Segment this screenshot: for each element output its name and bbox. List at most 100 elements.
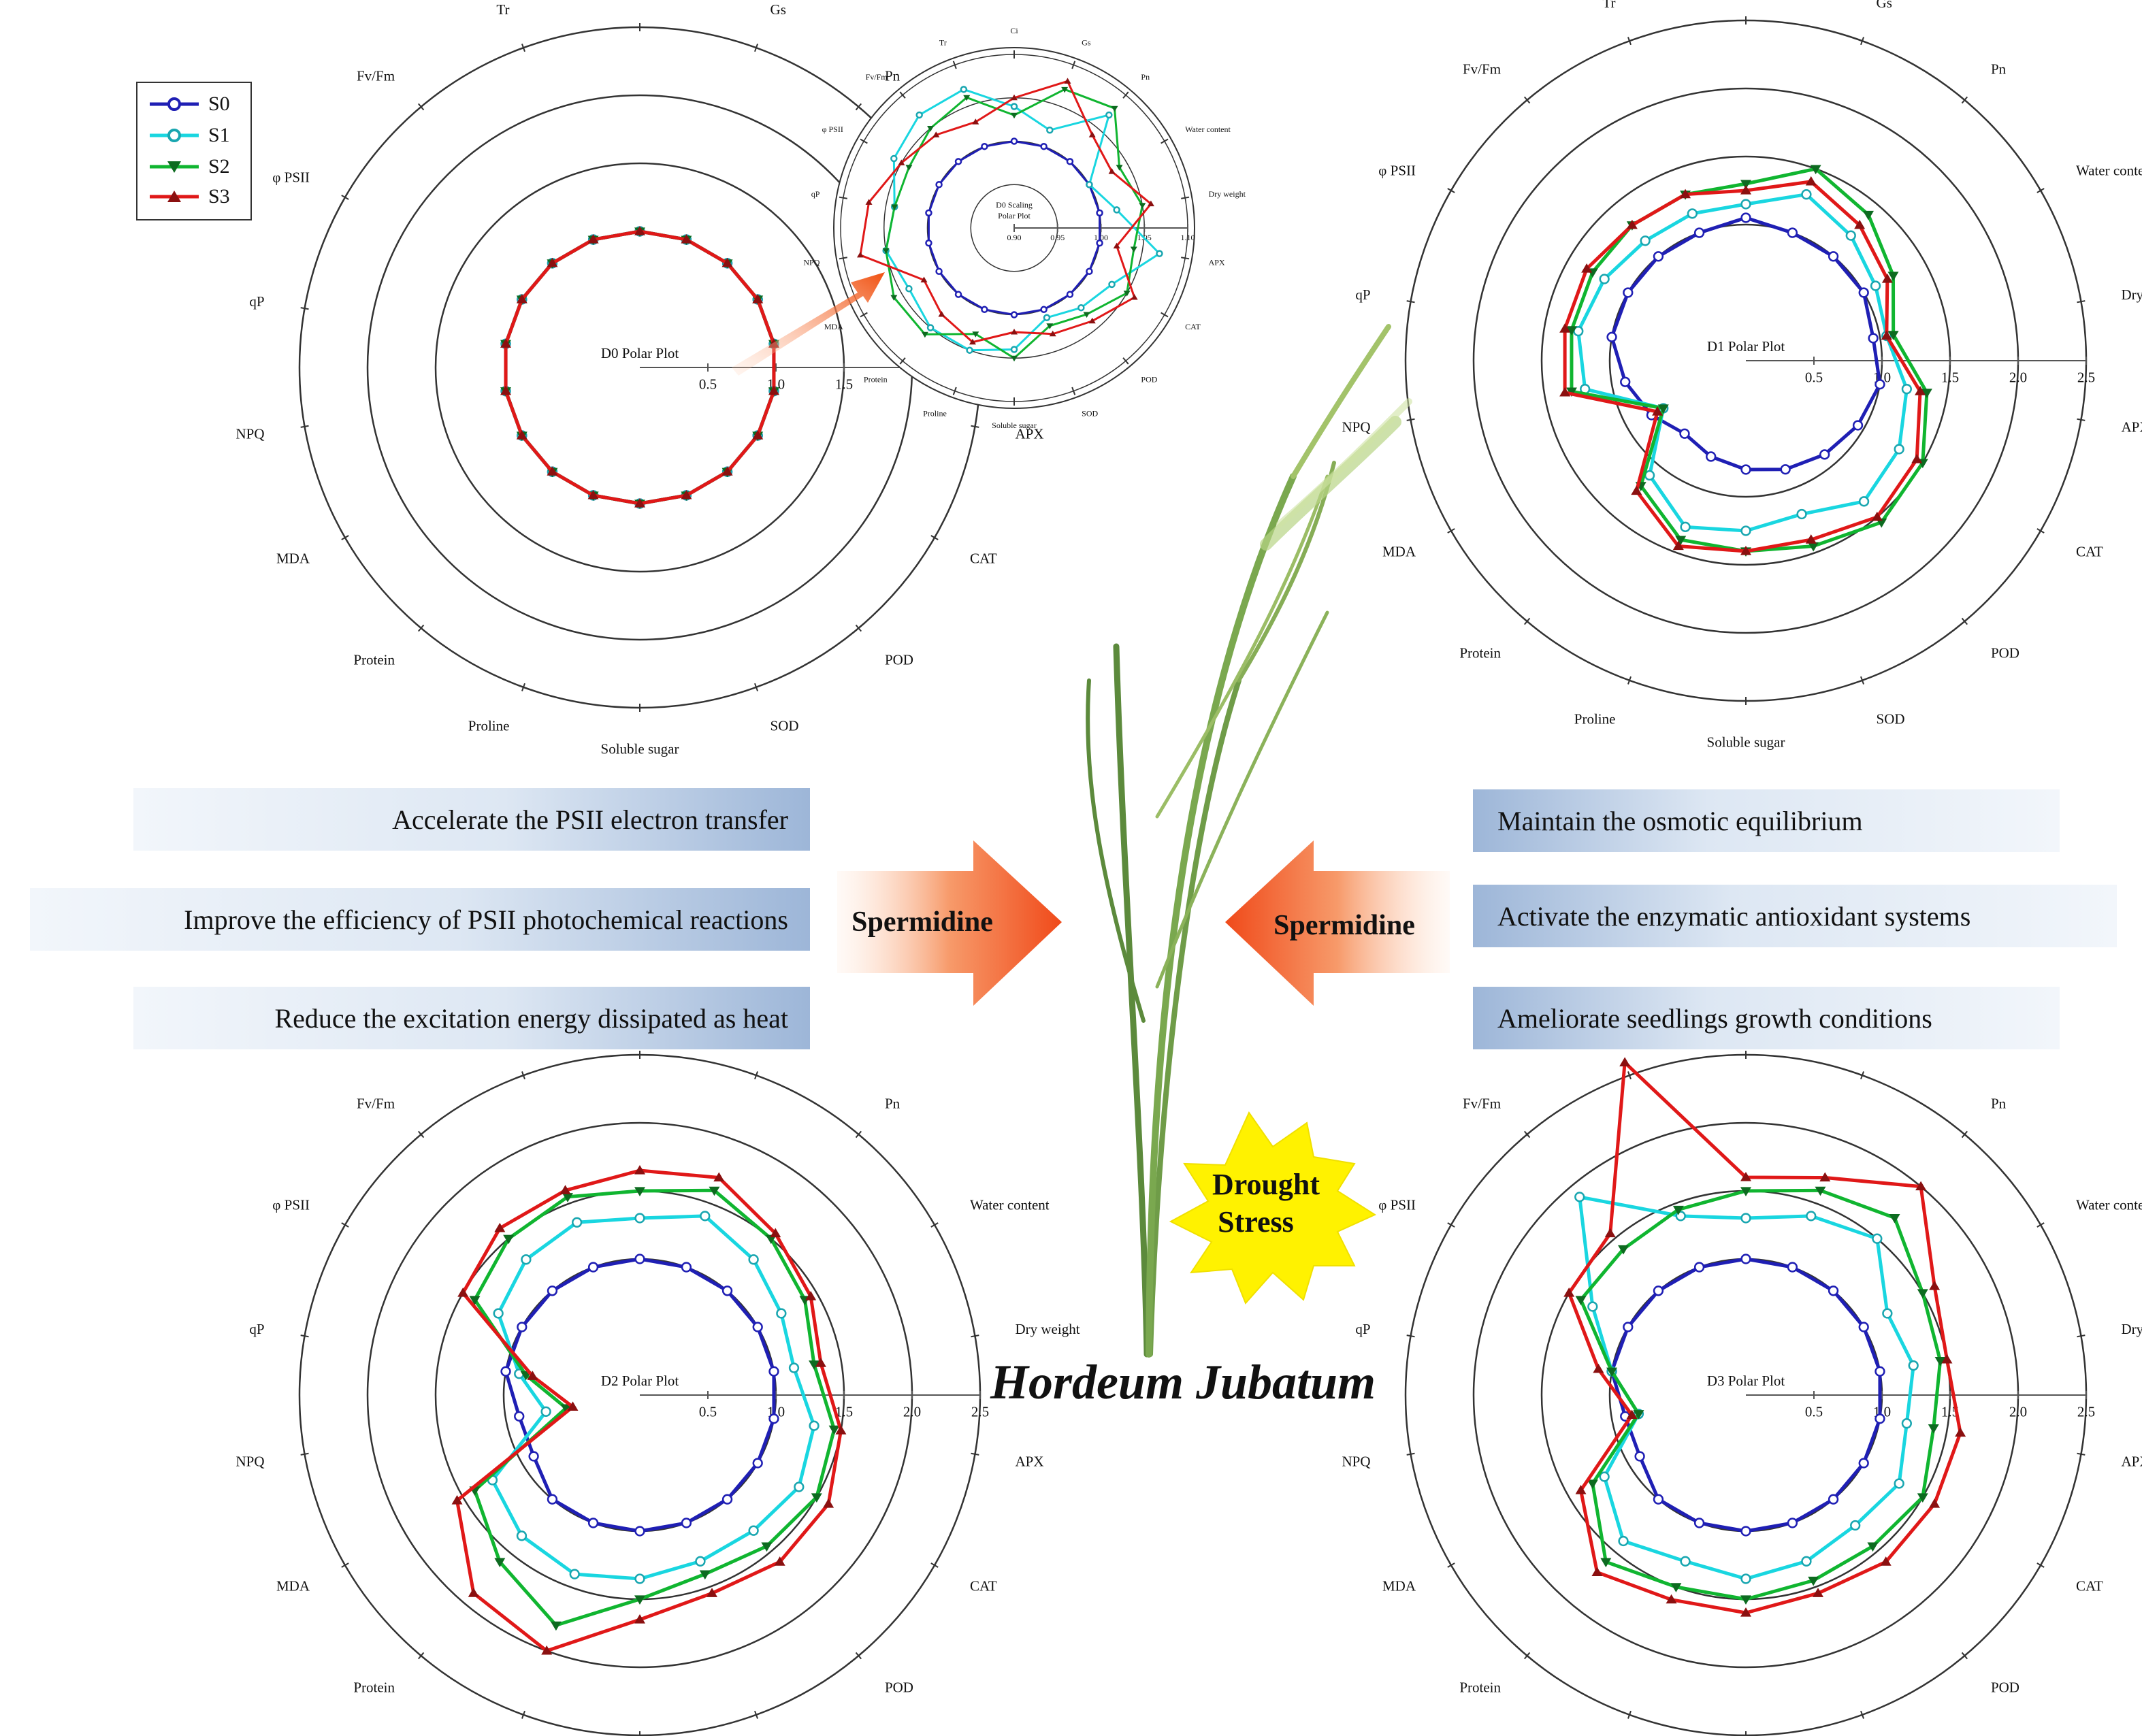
data-point-s3 xyxy=(1011,329,1018,335)
data-point-s0 xyxy=(935,181,943,189)
effect-text: Reduce the excitation energy dissipated … xyxy=(274,1002,788,1034)
axis-tick xyxy=(417,624,425,632)
radial-tick-label: 0.5 xyxy=(1805,1404,1823,1420)
legend-item-s3: S3 xyxy=(147,185,230,208)
axis-tick xyxy=(930,535,939,540)
axis-tick xyxy=(971,425,979,428)
data-point-s1 xyxy=(1105,111,1113,119)
data-point-s0 xyxy=(1634,1451,1645,1462)
data-point-s0 xyxy=(1010,137,1018,145)
data-point-s2 xyxy=(709,1186,720,1196)
axis-label: Water content xyxy=(2076,1196,2142,1213)
polar-plot-d1: 0.51.01.52.02.5D1 Polar PlotCiGsPnWater … xyxy=(1342,0,2142,750)
radial-tick-label: 2.0 xyxy=(903,1404,921,1420)
axis-label: Dry weight xyxy=(1209,189,1246,199)
data-point-s2 xyxy=(634,1187,645,1196)
data-point-s1 xyxy=(1740,199,1751,210)
axis-label: φ PSII xyxy=(272,169,310,185)
data-point-s0 xyxy=(1828,251,1839,262)
radial-tick-label: 0.5 xyxy=(1805,370,1823,386)
data-point-s1 xyxy=(776,1308,787,1319)
axis-label: Water content xyxy=(2076,162,2142,178)
axis-label: Fv/Fm xyxy=(357,1095,395,1111)
data-point-s1 xyxy=(1858,496,1870,507)
data-point-s0 xyxy=(1679,428,1690,439)
axis-tick xyxy=(952,61,957,69)
axis-label: MDA xyxy=(1382,543,1416,559)
data-point-s2 xyxy=(562,1193,573,1202)
data-point-s1 xyxy=(1894,444,1904,455)
data-point-s2 xyxy=(1887,331,1899,340)
radial-tick-label: 1.10 xyxy=(1181,233,1195,242)
axis-tick xyxy=(855,624,862,632)
data-point-s3 xyxy=(681,489,692,499)
data-point-s0 xyxy=(1096,239,1103,247)
data-point-s2 xyxy=(1740,180,1751,189)
axis-label: Soluble sugar xyxy=(992,421,1037,430)
axis-label: Soluble sugar xyxy=(1707,734,1785,750)
spermidine-arrow-left xyxy=(837,840,1062,1006)
axis-tick xyxy=(1406,300,1415,304)
axis-tick xyxy=(839,196,847,199)
data-point-s3 xyxy=(1680,189,1691,199)
data-point-s3 xyxy=(1740,1607,1751,1617)
axis-tick xyxy=(341,1222,349,1228)
axis-label: Tr xyxy=(1602,0,1615,11)
axis-tick xyxy=(300,1334,309,1338)
axis-tick xyxy=(1447,188,1455,193)
axis-label: Pn xyxy=(1141,72,1150,82)
data-point-s2 xyxy=(494,1558,506,1568)
axis-label: Tr xyxy=(939,38,947,48)
data-point-s2 xyxy=(891,204,898,211)
data-point-s0 xyxy=(935,267,943,275)
axis-tick xyxy=(754,1710,759,1719)
drought-label: Drought xyxy=(1212,1168,1320,1201)
axis-label: Gs xyxy=(770,1,786,18)
data-point-s3 xyxy=(865,199,873,205)
polar-plot-d3: 0.51.01.52.02.5D3 Polar PlotCiGsPnWater … xyxy=(1342,1006,2142,1736)
data-point-s3 xyxy=(516,430,528,440)
data-point-s1 xyxy=(960,86,968,93)
axis-tick xyxy=(417,1130,425,1139)
data-point-s3 xyxy=(774,1556,785,1566)
data-point-s3 xyxy=(721,257,733,267)
axis-label: Pn xyxy=(885,1095,900,1111)
axis-tick xyxy=(341,195,349,200)
axis-tick xyxy=(1406,418,1415,421)
data-point-s0 xyxy=(1040,142,1048,150)
data-point-s3 xyxy=(1591,1567,1603,1577)
spermidine-arrow-right xyxy=(1225,840,1450,1006)
data-point-s2 xyxy=(1123,291,1131,297)
data-point-s2 xyxy=(1061,86,1069,93)
data-point-s3 xyxy=(713,1172,725,1182)
axis-label: MDA xyxy=(824,322,843,331)
data-point-s1 xyxy=(1740,525,1751,536)
data-point-s2 xyxy=(1565,326,1577,335)
data-point-s2 xyxy=(811,1493,822,1503)
data-point-s0 xyxy=(1780,464,1791,475)
data-point-s3 xyxy=(1929,1498,1941,1508)
axis-tick xyxy=(930,1562,939,1568)
data-point-s3 xyxy=(721,466,733,476)
data-point-s3 xyxy=(1563,1288,1575,1297)
effect-box-heat-dissipation: Reduce the excitation energy dissipated … xyxy=(133,987,810,1049)
data-point-s3 xyxy=(494,1222,506,1232)
data-point-s0 xyxy=(681,1262,692,1273)
axis-label: SOD xyxy=(770,718,799,734)
data-point-s3 xyxy=(1652,406,1664,416)
axis-label: Pn xyxy=(1991,61,2007,77)
axis-label: APX xyxy=(1209,258,1225,267)
data-point-s3 xyxy=(1575,1485,1587,1494)
axis-tick xyxy=(971,1452,979,1456)
data-point-s2 xyxy=(1934,1357,1946,1366)
data-point-s1 xyxy=(1740,1213,1751,1224)
axis-tick xyxy=(971,1334,979,1338)
data-point-s0 xyxy=(1875,1413,1885,1424)
data-point-s2 xyxy=(890,295,898,301)
data-point-s2 xyxy=(1862,210,1874,220)
data-point-s3 xyxy=(768,385,779,395)
axis-label: Soluble sugar xyxy=(601,740,679,757)
axis-label: MDA xyxy=(1382,1577,1416,1594)
axis-tick xyxy=(754,44,759,52)
data-point-s2 xyxy=(1565,387,1577,397)
